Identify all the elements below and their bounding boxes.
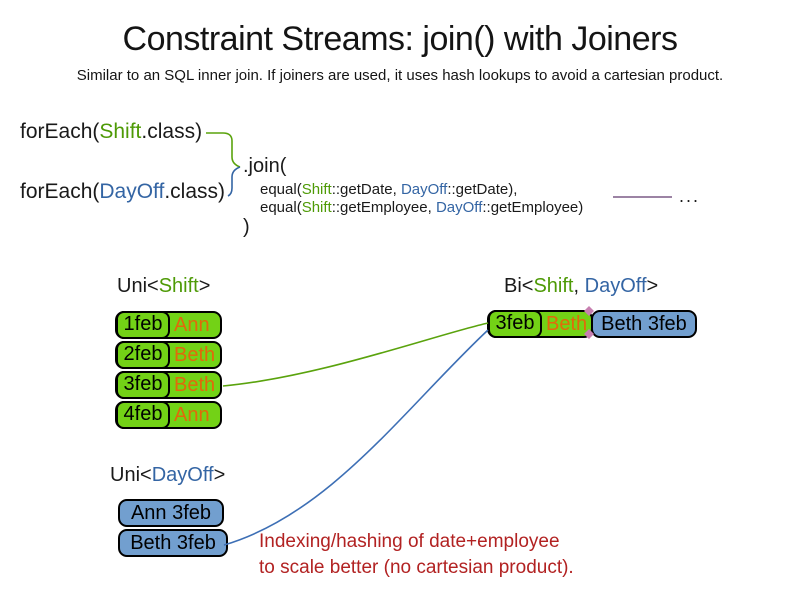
code-joiner-date: equal(Shift::getDate, DayOff::getDate),	[260, 181, 517, 198]
shift-class-token: Shift	[301, 199, 332, 216]
code-text: .class)	[164, 180, 226, 203]
code-text: equal(	[260, 181, 302, 198]
shift-class-token: Shift	[158, 275, 199, 297]
uni-dayoff-label: Uni<DayOff>	[110, 464, 225, 487]
table-row: 4feb Ann	[115, 400, 222, 429]
code-foreach-shift: forEach(Shift.class)	[20, 120, 202, 144]
label-text: Uni<	[117, 275, 159, 297]
table-row: Ann 3feb	[118, 499, 224, 527]
page-title: Constraint Streams: join() with Joiners	[122, 20, 678, 58]
note-line: Indexing/hashing of date+employee	[259, 531, 560, 552]
dayoff-class-token: DayOff	[151, 464, 214, 486]
date-cell: 3feb	[116, 370, 170, 399]
date-cell: 3feb	[488, 309, 542, 338]
label-text: >	[646, 275, 659, 297]
label-text: >	[198, 275, 211, 297]
shift-class-token: Shift	[533, 275, 574, 297]
dayoff-class-token: DayOff	[584, 275, 647, 297]
label-text: ,	[573, 275, 585, 297]
employee-cell: Beth	[546, 312, 588, 335]
employee-cell: Ann	[174, 403, 210, 426]
more-joiners-ellipsis: ...	[679, 186, 701, 206]
label-text: >	[213, 464, 226, 486]
note-line: to scale better (no cartesian product).	[259, 557, 574, 578]
note-text: Indexing/hashing of date+employee to sca…	[259, 529, 574, 581]
uni-shift-table: 1feb Ann 2feb Beth 3feb Beth 4feb Ann	[115, 310, 222, 431]
page-subtitle: Similar to an SQL inner join. If joiners…	[76, 67, 724, 84]
code-text: ::getDate),	[447, 181, 518, 198]
code-text: forEach(	[20, 180, 100, 203]
table-row: 2feb Beth	[115, 340, 222, 369]
employee-cell: Beth	[174, 343, 216, 366]
code-join-open: .join(	[243, 155, 287, 177]
code-text: equal(	[260, 199, 302, 216]
bi-table-row: 3feb Beth Beth 3feb	[487, 309, 697, 340]
dayoff-class-token: DayOff	[435, 199, 483, 216]
date-cell: 1feb	[116, 310, 170, 339]
code-text: ::getEmployee)	[482, 199, 584, 216]
code-join-close: )	[243, 216, 250, 238]
dayoff-row-to-bi-connector	[223, 329, 489, 546]
table-row: 3feb Beth	[115, 370, 222, 399]
code-text: ::getEmployee,	[331, 199, 436, 216]
uni-shift-label: Uni<Shift>	[117, 275, 210, 298]
employee-cell: Beth	[174, 373, 216, 396]
brace-shift-to-join-line	[206, 132, 241, 168]
dayoff-class-token: DayOff	[400, 181, 448, 198]
code-text: ::getDate,	[331, 181, 401, 198]
table-row: 1feb Ann	[115, 310, 222, 339]
code-text: .class)	[141, 120, 203, 143]
shift-class-token: Shift	[301, 181, 332, 198]
dayoff-class-token: DayOff	[99, 180, 165, 203]
brace-dayoff-to-join-line	[227, 166, 241, 197]
bi-shift-part: 3feb Beth	[487, 309, 594, 338]
employee-cell: Ann	[174, 313, 210, 336]
table-row: Beth 3feb	[118, 529, 228, 557]
code-joiner-employee: equal(Shift::getEmployee, DayOff::getEmp…	[260, 199, 583, 216]
label-text: Bi<	[504, 275, 534, 297]
code-foreach-dayoff: forEach(DayOff.class)	[20, 180, 225, 204]
label-text: Uni<	[110, 464, 152, 486]
date-cell: 2feb	[116, 340, 170, 369]
shift-class-token: Shift	[99, 120, 142, 143]
shift-row-to-bi-connector	[222, 322, 489, 387]
uni-dayoff-table: Ann 3feb Beth 3feb	[118, 499, 228, 559]
date-cell: 4feb	[116, 400, 170, 429]
bi-label: Bi<Shift, DayOff>	[504, 275, 658, 298]
bi-dayoff-part: Beth 3feb	[591, 310, 697, 338]
code-text: forEach(	[20, 120, 100, 143]
